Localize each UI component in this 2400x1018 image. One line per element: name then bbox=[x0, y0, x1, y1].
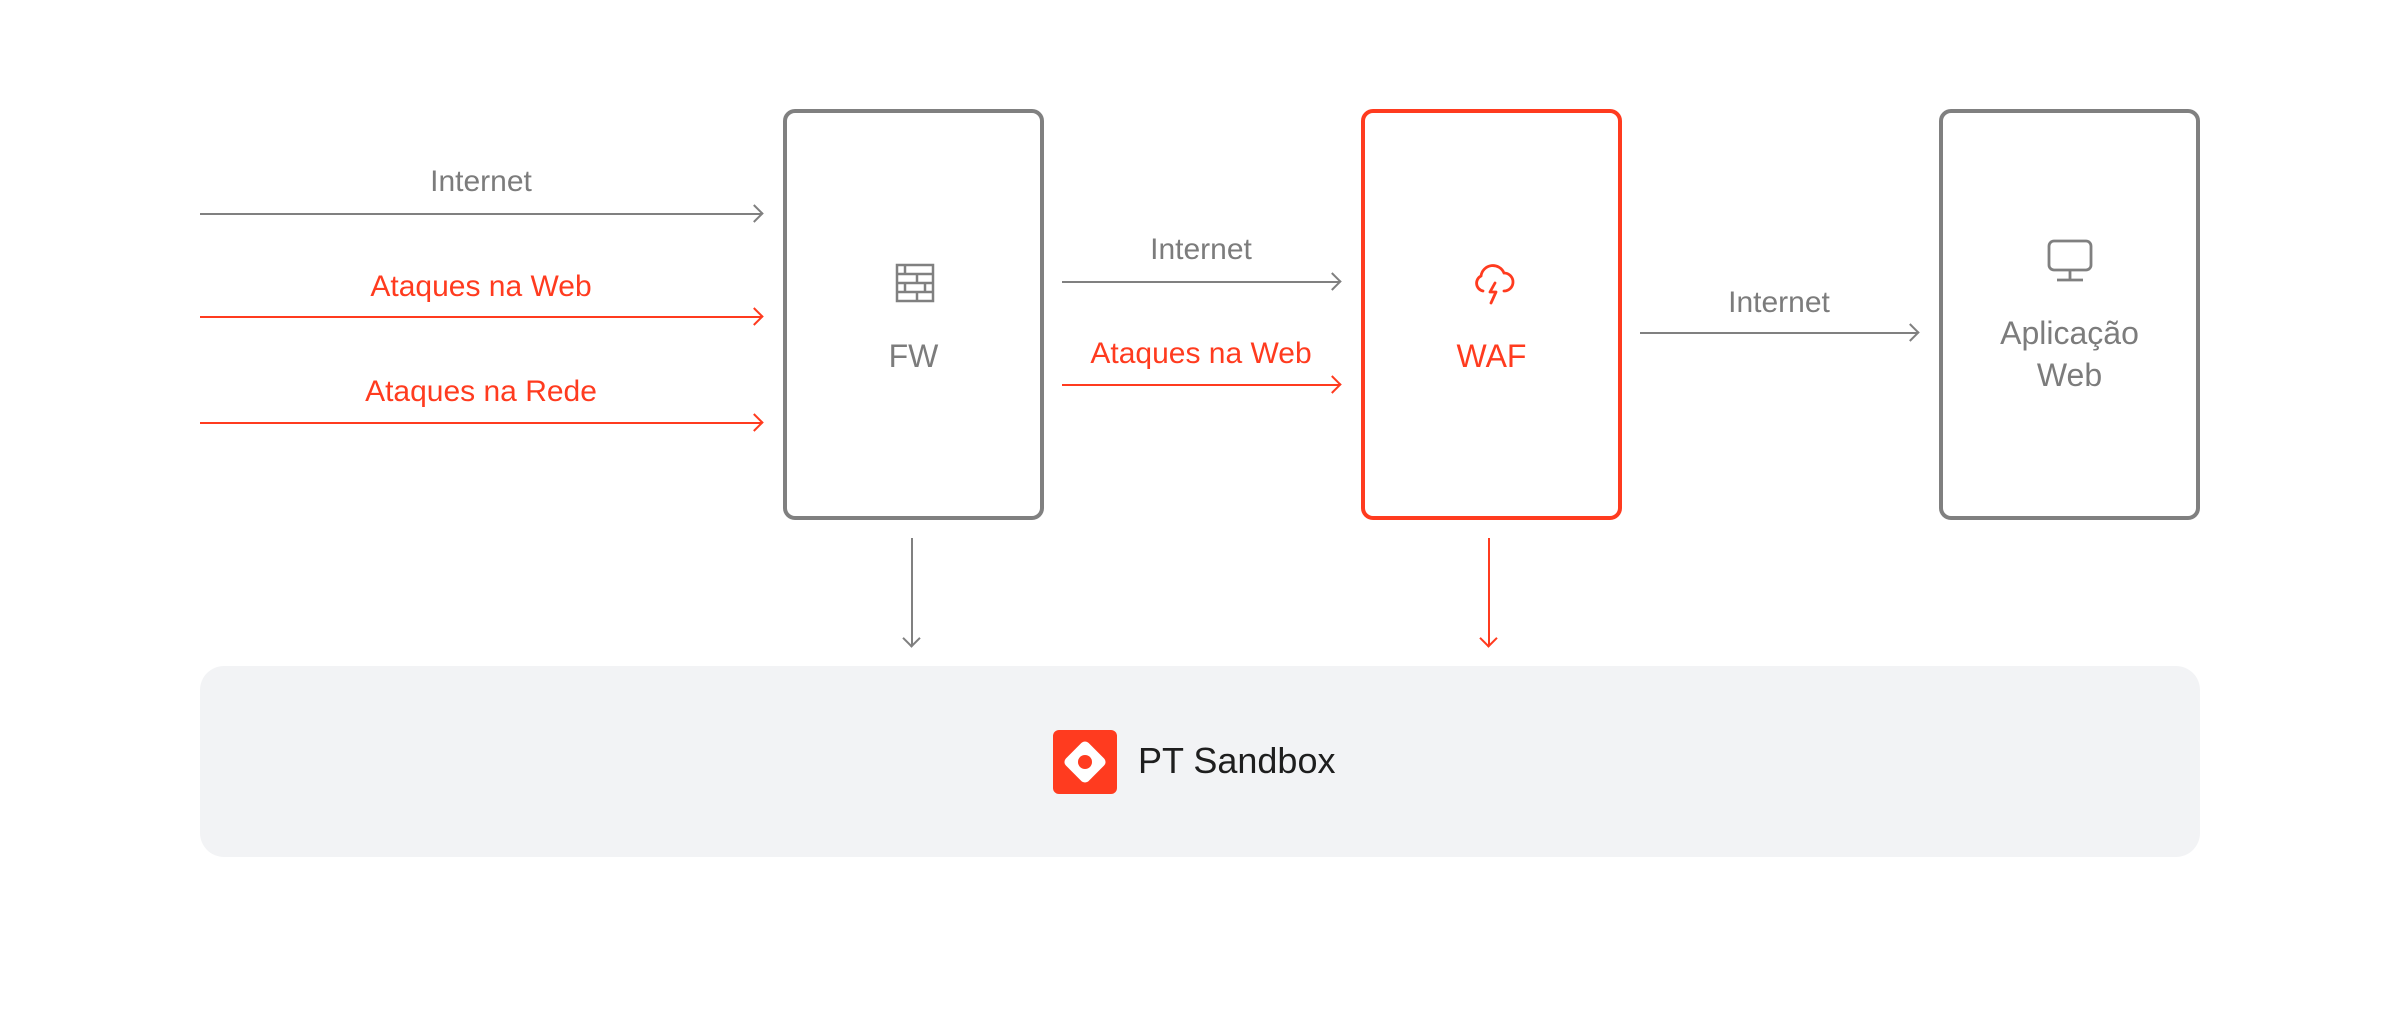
fw-node: FW bbox=[783, 109, 1044, 520]
web-application-node: Aplicação Web bbox=[1939, 109, 2200, 520]
app-label-line2: Web bbox=[2036, 357, 2103, 393]
firewall-icon bbox=[895, 263, 935, 303]
arrow-web-attacks-to-fw bbox=[200, 316, 762, 318]
arrow-web-attacks-to-waf bbox=[1062, 384, 1340, 386]
pt-sandbox-logo bbox=[1053, 730, 1117, 794]
right-label-internet: Internet bbox=[1728, 286, 1830, 319]
arrow-fw-to-sandbox bbox=[911, 538, 913, 646]
arrow-internet-to-app bbox=[1640, 332, 1918, 334]
fw-label: FW bbox=[888, 338, 939, 374]
cloud-lightning-icon bbox=[1475, 264, 1515, 305]
arrow-internet-to-waf bbox=[1062, 281, 1340, 283]
input-label-web-attacks: Ataques na Web bbox=[370, 270, 592, 303]
arrow-network-attacks-to-fw bbox=[200, 422, 762, 424]
pt-sandbox-label: PT Sandbox bbox=[1138, 740, 1336, 781]
arrow-waf-to-sandbox bbox=[1488, 538, 1490, 646]
middle-label-internet: Internet bbox=[1150, 233, 1252, 266]
waf-node: WAF bbox=[1361, 109, 1622, 520]
input-label-internet: Internet bbox=[430, 165, 532, 198]
waf-label: WAF bbox=[1456, 338, 1527, 374]
pt-sandbox-panel: PT Sandbox bbox=[200, 666, 2200, 857]
app-label-line1: Aplicação bbox=[2000, 315, 2139, 351]
arrow-internet-to-fw bbox=[200, 213, 762, 215]
middle-label-web-attacks: Ataques na Web bbox=[1090, 337, 1312, 370]
input-label-network-attacks: Ataques na Rede bbox=[365, 375, 597, 408]
monitor-icon bbox=[2047, 239, 2093, 282]
